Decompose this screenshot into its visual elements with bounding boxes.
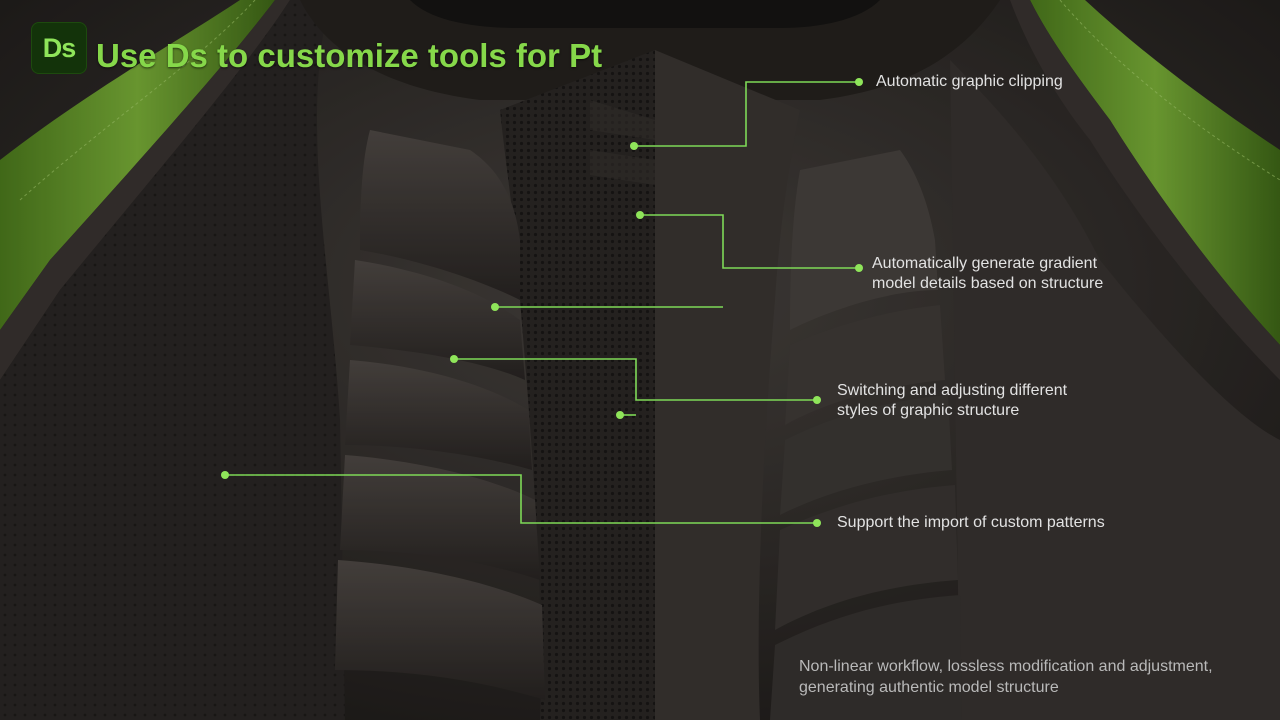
slide-title: Use Ds to customize tools for Pt xyxy=(96,37,603,74)
callout-label-clipping: Automatic graphic clipping xyxy=(876,73,1063,90)
footer-note: Non-linear workflow, lossless modificati… xyxy=(799,656,1213,698)
callout-line-2: styles of graphic structure xyxy=(837,402,1020,419)
callout-line-2: model details based on structure xyxy=(872,275,1104,292)
footer-line-1: Non-linear workflow, lossless modificati… xyxy=(799,658,1213,675)
footer-line-2: generating authentic model structure xyxy=(799,679,1059,696)
callout-label-patterns: Support the import of custom patterns xyxy=(837,514,1105,531)
ds-logo-text: Ds xyxy=(42,32,77,63)
callout-label-styles: Switching and adjusting different styles… xyxy=(837,381,1067,421)
callout-line-1: Automatically generate gradient xyxy=(872,255,1098,272)
callout-lines xyxy=(225,81,859,524)
callout-dots xyxy=(221,78,863,527)
ds-logo: Ds xyxy=(31,22,87,74)
callout-line-1: Switching and adjusting different xyxy=(837,382,1068,399)
callout-label-gradient: Automatically generate gradient model de… xyxy=(872,254,1103,294)
